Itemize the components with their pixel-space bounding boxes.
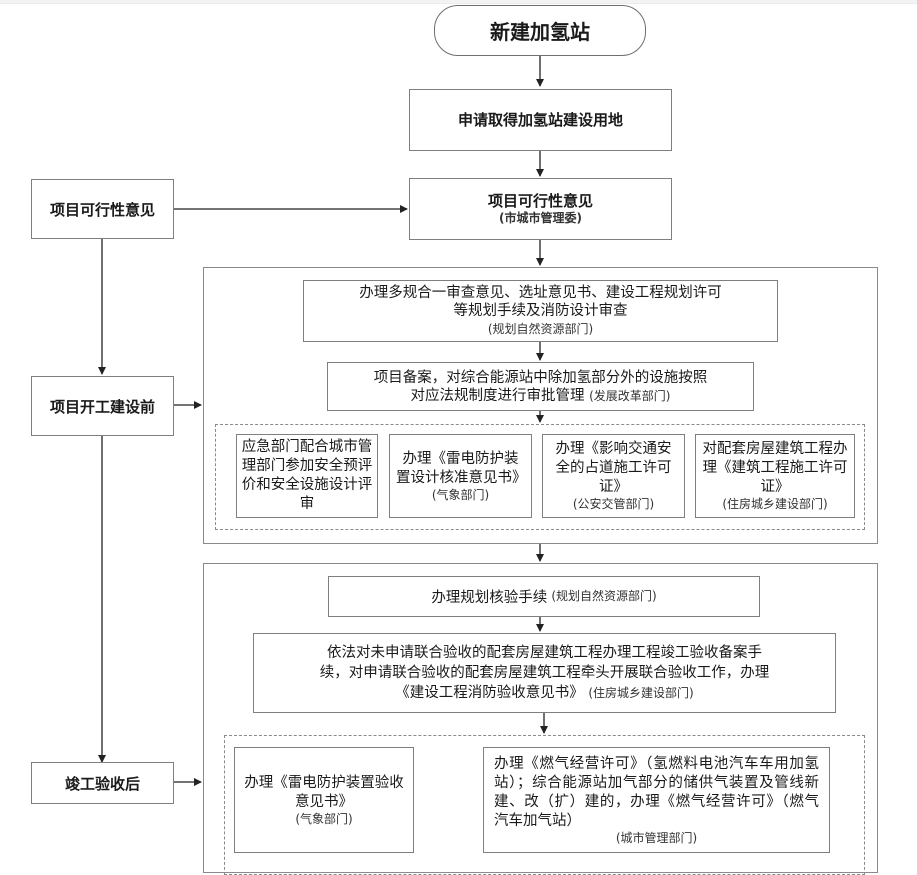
feasibility-title: 项目可行性意见 [487,192,593,210]
filing-line1: 项目备案，对综合能源站中除加氢部分外的设施按照 [373,369,708,386]
pre-parallel-item-traffic: 办理《影响交通安全的占道施工许可证》 (公安交管部门) [542,434,685,518]
feasibility-dept: (市城市管理委) [499,211,582,225]
stage-post-completion: 竣工验收后 [31,762,174,804]
apply-land-label: 申请取得加氢站建设用地 [457,110,623,129]
acceptance-line3-wrap: 《建设工程消防验收意见书》 (住房城乡建设部门) [395,683,693,703]
pre-parallel-dept: (公安交管部门) [572,497,655,511]
post-parallel-item-gas-license: 办理《燃气经营许可》（氢燃料电池汽车车用加氢站）；综合能源站加气部分的储供气装置… [483,747,830,853]
planning-check-box: 办理规划核验手续 (规划自然资源部门) [328,576,760,617]
stage-post-completion-label: 竣工验收后 [64,774,140,793]
acceptance-line2: 续，对申请联合验收的配套房屋建筑工程牵头开展联合验收工作，办理 [319,665,770,681]
post-parallel-dept: (城市管理部门) [615,830,698,845]
start-node: 新建加氢站 [434,5,646,56]
stage-pre-construction-label: 项目开工建设前 [49,397,155,416]
pre-parallel-text: 对配套房屋建筑工程办理《建筑工程施工许可证》 [702,441,848,495]
stage-feasibility-label: 项目可行性意见 [49,200,155,219]
planning-line2: 等规划手续及消防设计审查 [453,303,628,319]
project-filing-box: 项目备案，对综合能源站中除加氢部分外的设施按照 对应法规制度进行审批管理 (发展… [327,362,754,411]
filing-line2: 对应法规制度进行审批管理 [410,387,585,404]
acceptance-line1: 依法对未申请联合验收的配套房屋建筑工程办理工程竣工验收备案手 [327,645,762,661]
acceptance-line3: 《建设工程消防验收意见书》 [395,685,584,701]
filing-line2-wrap: 对应法规制度进行审批管理 (发展改革部门) [411,387,671,405]
pre-parallel-item-emergency: 应急部门配合城市管理部门参加安全预评价和安全设施设计评审 [236,434,378,518]
planning-check-dept: (规划自然资源部门) [551,589,657,603]
pre-parallel-item-lightning: 办理《雷电防护装置设计核准意见书》 (气象部门) [389,434,532,518]
pre-parallel-text: 办理《雷电防护装置设计核准意见书》 [396,450,527,486]
stage-feasibility: 项目可行性意见 [31,179,174,239]
acceptance-box: 依法对未申请联合验收的配套房屋建筑工程办理工程竣工验收备案手 续，对申请联合验收… [253,633,836,713]
post-parallel-dept: (气象部门) [295,811,353,826]
pre-parallel-dept: (气象部门) [431,487,490,502]
top-border [0,0,917,4]
start-label: 新建加氢站 [490,20,590,44]
post-parallel-text: 办理《雷电防护装置验收意见书》 [244,774,404,810]
filing-dept: (发展改革部门) [589,388,671,403]
pre-parallel-text: 应急部门配合城市管理部门参加安全预评价和安全设施设计评审 [241,439,373,512]
pre-parallel-text: 办理《影响交通安全的占道施工许可证》 [555,441,672,495]
feasibility-box: 项目可行性意见 (市城市管理委) [409,178,672,240]
post-parallel-text: 办理《燃气经营许可》（氢燃料电池汽车车用加氢站）；综合能源站加气部分的储供气装置… [494,755,819,829]
pre-parallel-group [215,424,865,530]
pre-construction-group [203,267,878,544]
pre-parallel-item-construction-permit: 对配套房屋建筑工程办理《建筑工程施工许可证》 (住房城乡建设部门) [695,434,855,518]
post-parallel-item-lightning: 办理《雷电防护装置验收意见书》 (气象部门) [234,747,414,853]
apply-land-box: 申请取得加氢站建设用地 [409,89,672,151]
acceptance-dept: (住房城乡建设部门) [588,686,694,700]
planning-dept: (规划自然资源部门) [487,322,594,336]
planning-line1: 办理多规合一审查意见、选址意见书、建设工程规划许可 [359,285,722,301]
pre-parallel-dept: (住房城乡建设部门) [722,497,828,511]
stage-pre-construction: 项目开工建设前 [31,376,174,436]
planning-check-text: 办理规划核验手续 [431,590,548,606]
planning-approval-box: 办理多规合一审查意见、选址意见书、建设工程规划许可 等规划手续及消防设计审查 (… [303,280,778,342]
